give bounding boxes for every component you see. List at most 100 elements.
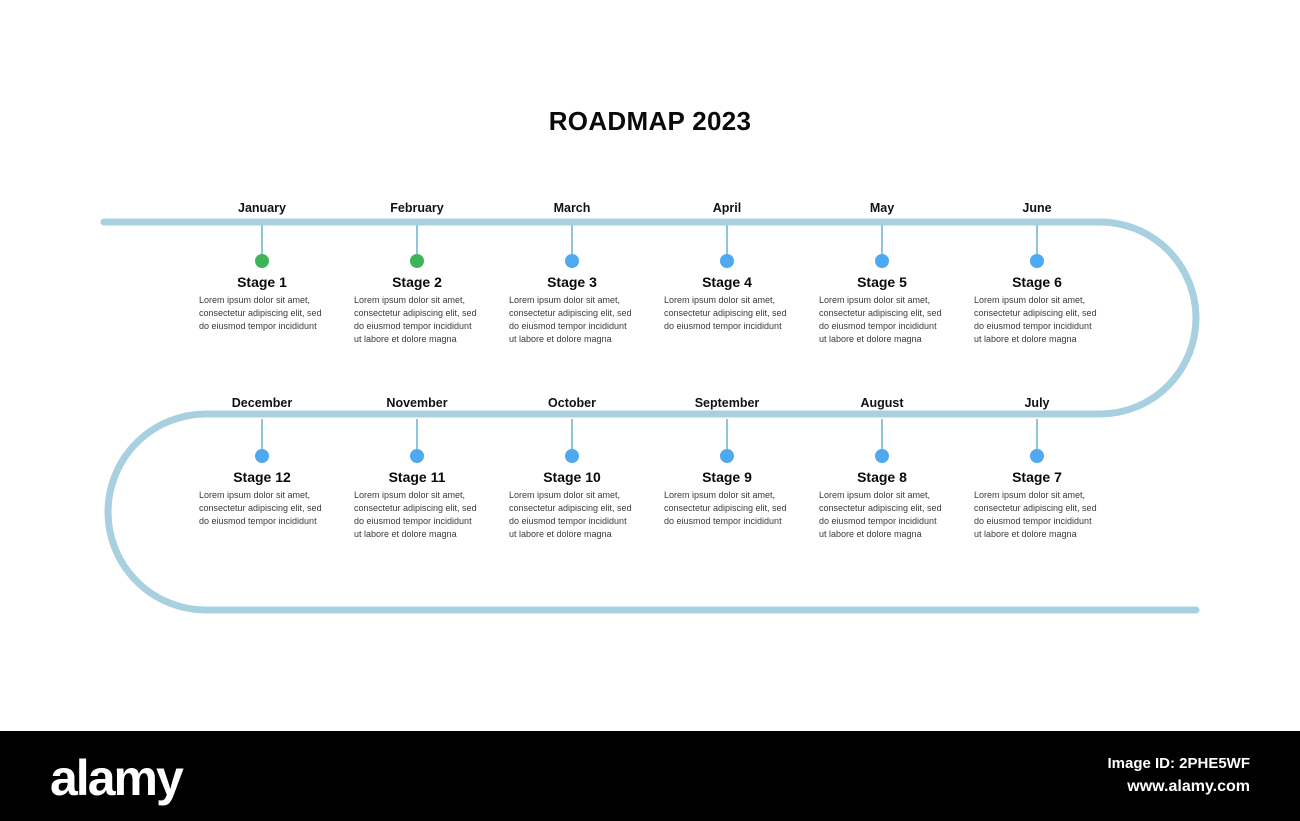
stage-title: Stage 9 (702, 469, 752, 485)
stage-description-line: ut labore et dolore magna (509, 529, 612, 539)
stage-description-line: do eiusmod tempor incididunt (509, 321, 627, 331)
stage-marker (565, 449, 579, 463)
stage-connector (261, 225, 263, 257)
stage-marker (720, 449, 734, 463)
month-label: December (231, 396, 293, 410)
stage-connector (571, 419, 573, 451)
stage-title: Stage 7 (1012, 469, 1062, 485)
month-label: January (238, 201, 286, 215)
stage-description-line: Lorem ipsum dolor sit amet, (664, 295, 776, 305)
stage-connector (416, 225, 418, 257)
stage-marker (255, 449, 269, 463)
stage-description-line: do eiusmod tempor incididunt (199, 516, 317, 526)
stage-marker-done (410, 254, 424, 268)
footer-url: www.alamy.com (1127, 778, 1250, 795)
stage-description-line: do eiusmod tempor incididunt (199, 321, 317, 331)
month-label: May (869, 201, 895, 215)
stage-description-line: do eiusmod tempor incididunt (819, 516, 937, 526)
stage-description: Lorem ipsum dolor sit amet, consectetur a… (664, 294, 792, 333)
stage-description-line: consectetur adipiscing elit, sed (819, 503, 942, 513)
stage-description-line: Lorem ipsum dolor sit amet, (819, 295, 931, 305)
stage-description-line: ut labore et dolore magna (974, 529, 1077, 539)
stage-description-line: Lorem ipsum dolor sit amet, (509, 490, 621, 500)
month-label: October (548, 396, 596, 410)
stage-description-line: Lorem ipsum dolor sit amet, (974, 295, 1086, 305)
stage-description-line: do eiusmod tempor incididunt (664, 321, 782, 331)
stage-title: Stage 6 (1012, 274, 1062, 290)
track-path (100, 218, 1200, 614)
month-label: June (1022, 201, 1052, 215)
stage-description-line: do eiusmod tempor incididunt (354, 516, 472, 526)
stage-description-line: consectetur adipiscing elit, sed (509, 503, 632, 513)
roadmap-title: ROADMAP 2023 (548, 106, 752, 136)
stage-title: Stage 8 (857, 469, 907, 485)
stage-description: Lorem ipsum dolor sit amet, consectetur a… (509, 294, 637, 346)
stage-description-line: Lorem ipsum dolor sit amet, (354, 490, 466, 500)
stage-connector (416, 419, 418, 451)
stage-title: Stage 12 (233, 469, 291, 485)
stage-connector (571, 225, 573, 257)
stage-description: Lorem ipsum dolor sit amet, consectetur a… (819, 489, 947, 541)
stage-description-line: ut labore et dolore magna (509, 334, 612, 344)
stage-description-line: consectetur adipiscing elit, sed (664, 503, 787, 513)
stage-marker (565, 254, 579, 268)
month-label: February (390, 201, 444, 215)
stage-description-line: Lorem ipsum dolor sit amet, (199, 490, 311, 500)
stage-description-line: Lorem ipsum dolor sit amet, (354, 295, 466, 305)
stage-description: Lorem ipsum dolor sit amet,consectetur a… (974, 489, 1102, 541)
stage-description-line: do eiusmod tempor incididunt (974, 516, 1092, 526)
stage-connector (726, 225, 728, 257)
stage-description: Lorem ipsum dolor sit amet, consectetur a… (199, 294, 327, 333)
stage-description-line: Lorem ipsum dolor sit amet, (199, 295, 311, 305)
stage-connector (1036, 419, 1038, 451)
stage-description-line: ut labore et dolore magna (819, 334, 922, 344)
stage-title: Stage 1 (237, 274, 287, 290)
stage-description-line: Lorem ipsum dolor sit amet, (664, 490, 776, 500)
stage-marker (1030, 449, 1044, 463)
stage-marker (410, 449, 424, 463)
stage-connector (1036, 225, 1038, 257)
stage-description-line: do eiusmod tempor incididunt (819, 321, 937, 331)
stage-connector (261, 419, 263, 451)
stage-description: Lorem ipsum dolor sit amet, consectetur a… (354, 294, 482, 346)
stage-title: Stage 4 (702, 274, 752, 290)
stage-description-line: consectetur adipiscing elit, sed (509, 308, 632, 318)
stage-description-line: Lorem ipsum dolor sit amet, (819, 490, 931, 500)
month-label: March (553, 201, 591, 215)
stage-description-line: do eiusmod tempor incididunt (664, 516, 782, 526)
stage-description-line: consectetur adipiscing elit, sed (974, 503, 1097, 513)
stage-connector (881, 225, 883, 257)
month-label: November (386, 396, 448, 410)
stage-description-line: consectetur adipiscing elit, sed (974, 308, 1097, 318)
stage-description-line: consectetur adipiscing elit, sed (664, 308, 787, 318)
month-label: July (1024, 396, 1050, 410)
stage-description-line: consectetur adipiscing elit, sed (199, 503, 322, 513)
stage-description-line: consectetur adipiscing elit, sed (354, 308, 477, 318)
stage-description: Lorem ipsum dolor sit amet, consectetur a… (664, 489, 792, 528)
month-label: August (860, 396, 904, 410)
stage-marker (1030, 254, 1044, 268)
stage-description-line: ut labore et dolore magna (354, 334, 457, 344)
stage-description-line: ut labore et dolore magna (974, 334, 1077, 344)
stage-description-line: consectetur adipiscing elit, sed (199, 308, 322, 318)
stage-connector (881, 419, 883, 451)
stage-title: Stage 2 (392, 274, 442, 290)
stage-description-line: do eiusmod tempor incididunt (509, 516, 627, 526)
stage-description: Lorem ipsum dolor sit amet, consectetur a… (199, 489, 327, 528)
stage-title: Stage 3 (547, 274, 597, 290)
stage-description: Lorem ipsum dolor sit amet,consectetur a… (354, 489, 482, 541)
stage-title: Stage 10 (543, 469, 601, 485)
stage-description-line: Lorem ipsum dolor sit amet, (509, 295, 621, 305)
stage-title: Stage 11 (388, 469, 446, 485)
stage-marker (720, 254, 734, 268)
footer-bar: alamy Image ID: 2PHE5WF www.alamy.com (0, 731, 1300, 821)
alamy-logo: alamy (50, 750, 184, 806)
stage-description: Lorem ipsum dolor sit amet, consectetur a… (974, 294, 1102, 346)
stage-description-line: do eiusmod tempor incididunt (354, 321, 472, 331)
stage-marker (875, 254, 889, 268)
month-label: April (712, 201, 742, 215)
stage-title: Stage 5 (857, 274, 907, 290)
stage-description-line: consectetur adipiscing elit, sed (819, 308, 942, 318)
stage-connector (726, 419, 728, 451)
